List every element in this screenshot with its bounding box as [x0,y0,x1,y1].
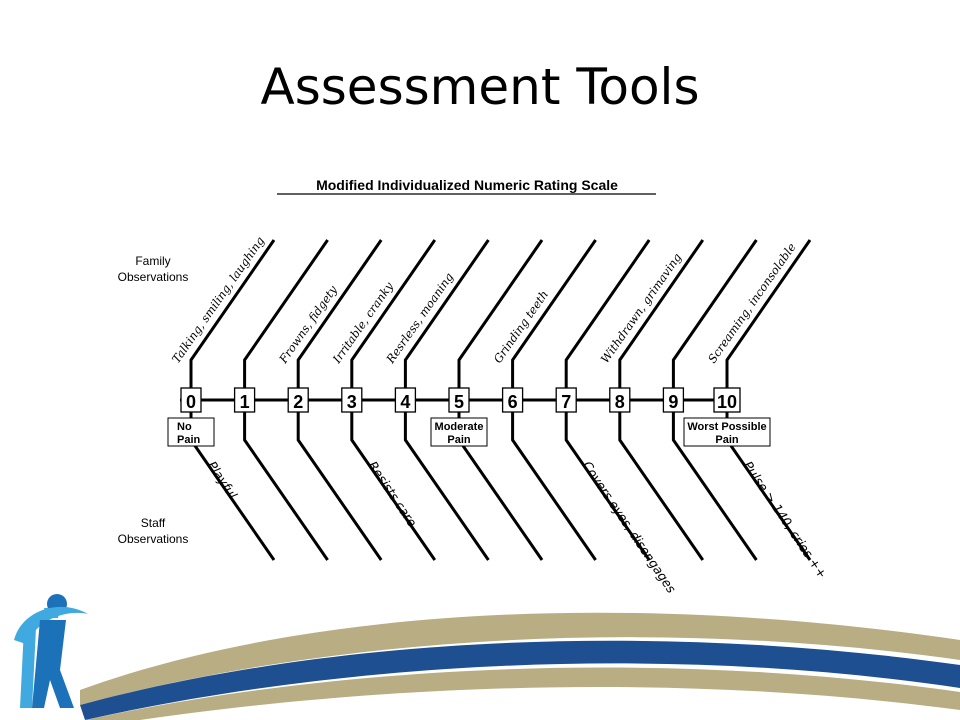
family-observation-text: Withdrawn, grimaving [598,251,685,366]
number-box [233,387,256,413]
family-observation-text: Resrless, moaning [383,270,456,366]
upper-line [564,239,651,400]
lower-line [403,400,490,561]
number-box [662,387,685,413]
lower-line [350,400,437,561]
anchor-label-line1: No [177,421,192,433]
number-boxes: 0 1 2 3 4 5 6 7 8 9 10 [180,387,741,413]
staff-observations-label-line2: Observations [118,532,189,546]
family-observations-label-line2: Observations [118,270,189,284]
scale-number: 6 [508,392,518,412]
scale-number: 3 [347,392,357,412]
upper-line [350,239,437,400]
number-box [394,387,417,413]
family-observation-text: Screaming, inconsolable [705,240,799,365]
scale-number: 7 [561,392,571,412]
anchor-label-line2: Pain [447,434,471,446]
family-observations-label-line1: Family [135,254,170,268]
scale-number: 4 [400,392,410,412]
number-box [609,387,631,413]
staff-observations-label-line1: Staff [141,516,166,530]
upper-line [725,239,812,400]
anchor-box [167,417,215,447]
upper-line [243,239,329,400]
anchor-label-line2: Pain [177,434,201,446]
staff-observation-text: Resists care [365,458,420,529]
scale-number: 9 [668,392,678,412]
footer-wave-gold [80,612,960,705]
upper-line [189,239,276,400]
upper-line [618,239,705,400]
upper-line [671,239,758,400]
anchor-label-line1: Moderate [435,421,484,433]
footer-banner [14,594,960,720]
scale-number: 10 [717,392,737,412]
lower-line [243,400,329,561]
anchor-box [683,417,771,447]
staff-observation-text: Pulse > 140, cries ++ [741,458,831,581]
pain-scale-diagram: Modified Individualized Numeric Rating S… [118,177,831,596]
anchor-box [430,417,488,447]
lower-line [511,400,597,561]
lower-line [564,400,651,561]
upper-line [403,239,490,400]
family-observation-text: Talking, smiling, laughing [169,234,267,366]
scale-number: 8 [615,392,625,412]
scale-number: 1 [240,392,250,412]
number-box [180,387,202,413]
anchor-label-line1: Worst Possible [687,421,766,433]
anchor-label-line2: Pain [715,434,739,446]
upper-line [457,239,544,400]
number-box [501,387,524,413]
number-box [713,387,741,413]
scale-title: Modified Individualized Numeric Rating S… [316,177,618,193]
number-box [555,387,577,413]
lower-line [618,400,705,561]
slide-title: Assessment Tools [260,58,700,116]
upper-line [296,239,383,400]
lower-line [671,400,758,561]
number-box [341,387,363,413]
number-box [287,387,309,413]
staff-observation-text: Playful [205,458,241,502]
footer-wave-gold-lower [85,667,960,720]
logo-icon [14,594,88,708]
scale-number: 0 [186,392,196,412]
footer-wave-blue [80,640,960,720]
scale-number: 5 [454,392,464,412]
scale-number: 2 [293,392,303,412]
upper-line [511,239,597,400]
upper-lines [189,239,812,400]
lower-line [296,400,383,561]
family-observation-text: Frowns, fidgety [276,283,341,367]
number-box [448,387,470,413]
